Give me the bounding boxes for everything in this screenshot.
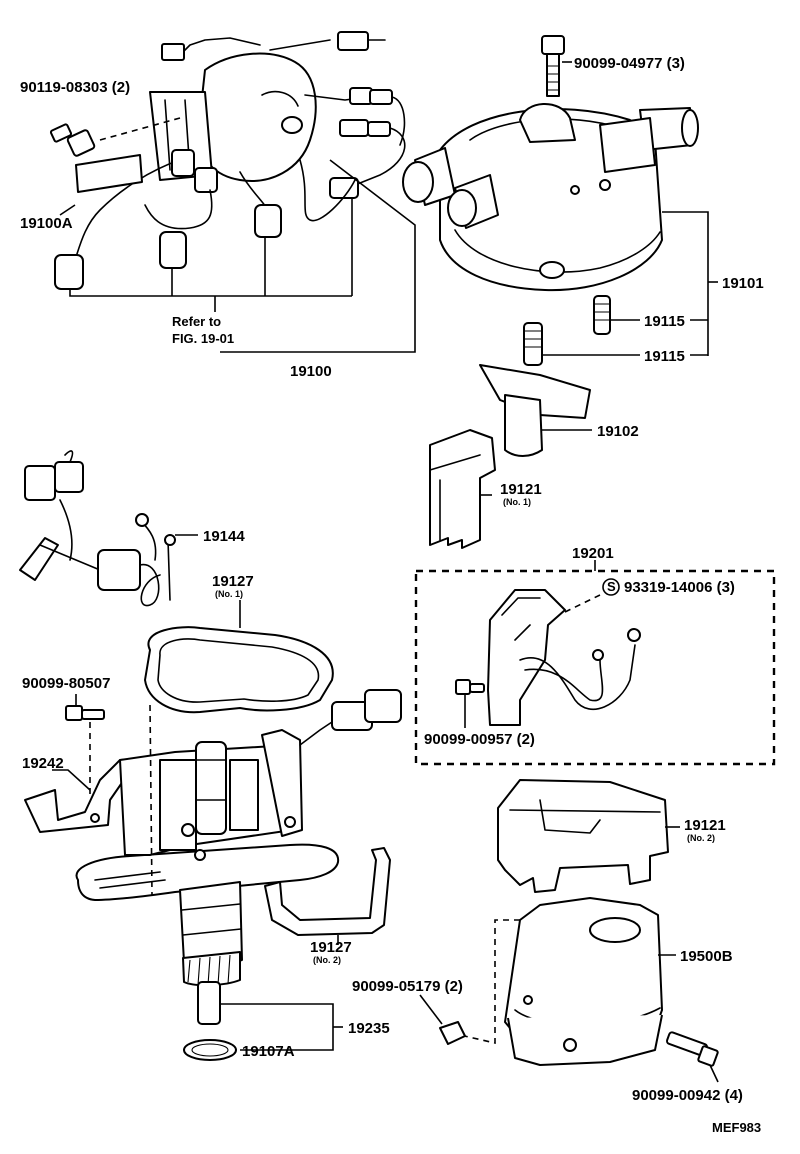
label-93319-14006: 93319-14006 (3)	[624, 579, 735, 596]
leader-19242	[52, 769, 91, 791]
label-90099-05179: 90099-05179 (2)	[352, 978, 463, 995]
label-19121-no1: 19121	[500, 481, 542, 498]
screw-90099-04977-icon	[541, 35, 565, 97]
label-19500B: 19500B	[680, 948, 733, 965]
label-19144: 19144	[203, 528, 245, 545]
leader-90099-05179	[419, 994, 443, 1025]
label-s-symbol: S	[607, 579, 616, 594]
dashed-alignment-line-left	[149, 704, 153, 896]
label-90099-00942: 90099-00942 (4)	[632, 1087, 743, 1104]
bolt-90099-00942-icon	[665, 1031, 719, 1067]
leader-lines-19235	[220, 1003, 343, 1051]
distributor-housing-19235-icon	[75, 689, 402, 1025]
label-19121-no2-sub: (No. 2)	[687, 833, 715, 843]
leader-lines-19100	[59, 159, 416, 353]
label-19100: 19100	[290, 363, 332, 380]
label-19115-lower: 19115	[644, 348, 685, 365]
cover-19121-no1-icon	[429, 429, 496, 549]
label-19121-no2: 19121	[684, 817, 726, 834]
nut-90099-05179-icon	[439, 1021, 466, 1045]
label-19127-no2-sub: (No. 2)	[313, 955, 341, 965]
dashed-alignment-19500B	[459, 919, 520, 1045]
housing-19500B-icon	[504, 897, 663, 1066]
o-ring-19107A-icon	[183, 1039, 237, 1061]
label-fig-19-01: FIG. 19-01	[172, 331, 234, 346]
gasket-19127-no2-icon	[264, 847, 391, 936]
label-90099-80507: 90099-80507	[22, 675, 110, 692]
s-symbol-circle	[602, 578, 620, 596]
label-90099-04977: 90099-04977 (3)	[574, 55, 685, 72]
bolt-90099-80507-icon	[65, 694, 105, 721]
label-19101: 19101	[722, 275, 764, 292]
label-19127-no1-sub: (No. 1)	[215, 589, 243, 599]
label-19107A: 19107A	[242, 1043, 295, 1060]
label-19115-upper: 19115	[644, 313, 685, 330]
label-19235: 19235	[348, 1020, 390, 1037]
distributor-assembly-illustration	[54, 31, 406, 290]
label-19102: 19102	[597, 423, 639, 440]
leader-90099-00942	[709, 1064, 719, 1083]
label-19127-no2: 19127	[310, 939, 352, 956]
label-refer-to: Refer to	[172, 314, 221, 329]
bolt-90119-08303-icon	[49, 123, 96, 157]
label-19127-no1: 19127	[212, 573, 254, 590]
spring-19115-lower-icon	[523, 322, 543, 366]
label-plate-19100A	[75, 154, 143, 193]
leader-lines-19101	[480, 61, 718, 496]
cover-19121-no2-icon	[497, 779, 669, 893]
leader-93319-14006	[564, 594, 601, 613]
gasket-19127-no1-icon	[144, 626, 334, 714]
label-90099-00957: 90099-00957 (2)	[424, 731, 535, 748]
igniter-harness-19144-icon	[19, 450, 176, 607]
figure-code: MEF983	[712, 1120, 761, 1135]
distributor-cap-illustration	[402, 103, 699, 292]
label-19100A: 19100A	[20, 215, 73, 232]
governor-assembly-19201-box	[414, 569, 776, 766]
screw-90099-00957-icon	[455, 679, 485, 695]
label-90119-08303: 90119-08303 (2)	[20, 79, 130, 96]
spring-19115-upper-icon	[593, 295, 611, 335]
rotor-19102-icon	[479, 364, 591, 457]
label-19201: 19201	[572, 545, 614, 562]
pickup-coil-19201-icon	[487, 589, 641, 726]
label-19242: 19242	[22, 755, 64, 772]
label-19121-no1-sub: (No. 1)	[503, 497, 531, 507]
